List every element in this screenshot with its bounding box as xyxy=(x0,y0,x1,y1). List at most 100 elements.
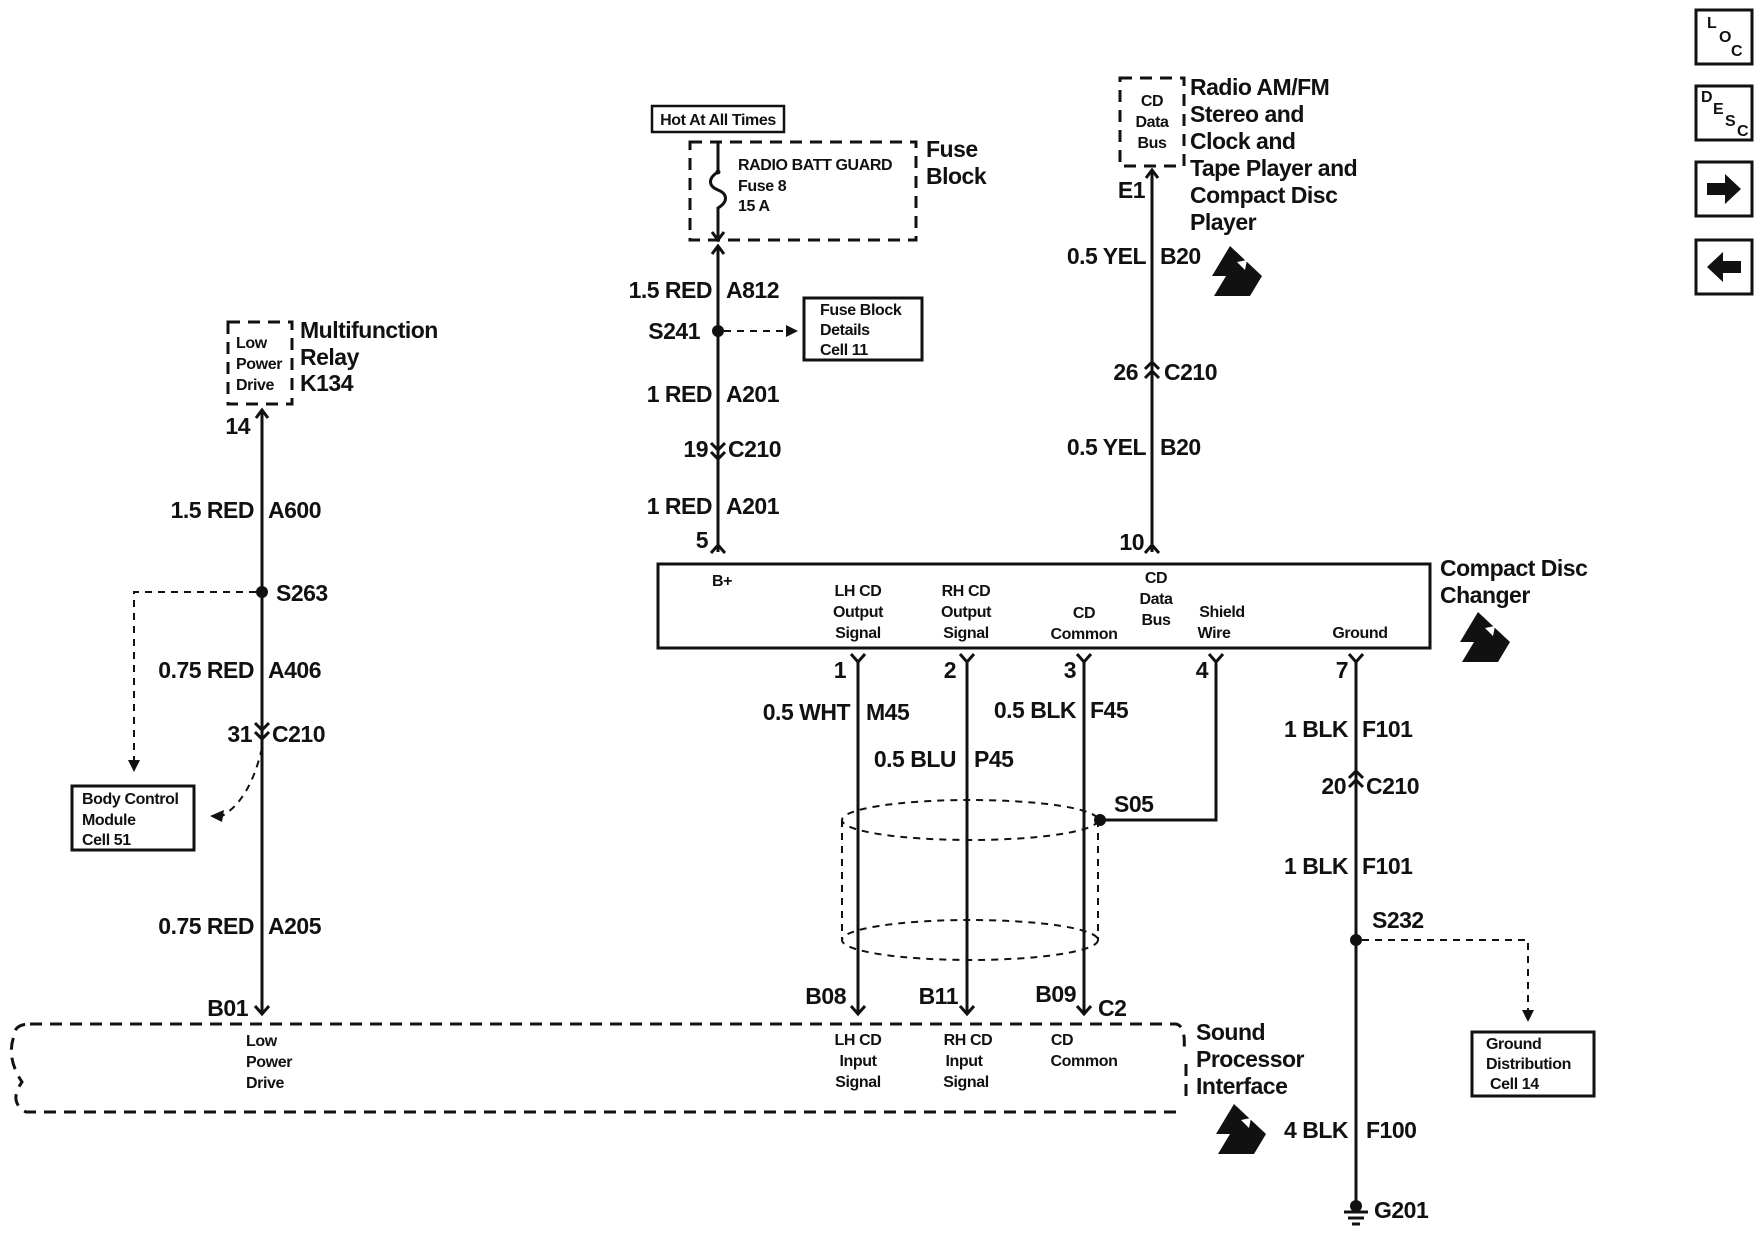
changer-pin-10: 10 xyxy=(1119,529,1144,555)
wire-a205-size: 0.75 RED xyxy=(158,913,254,939)
wire-f101a-id: F101 xyxy=(1362,716,1413,742)
sound-pin-b01: B01 xyxy=(207,995,248,1021)
wire-f45-id: F45 xyxy=(1090,697,1129,723)
splice-s232-dot xyxy=(1350,934,1362,946)
diagram-label: Bus xyxy=(1137,135,1167,152)
wire-p45-id: P45 xyxy=(974,746,1014,772)
splice-s05-label: S05 xyxy=(1114,791,1154,817)
diagram-label: LH CD xyxy=(835,583,882,600)
diagram-label: Processor xyxy=(1196,1046,1305,1072)
splice-s241-label: S241 xyxy=(648,318,700,344)
diagram-label: Compact Disc xyxy=(1190,182,1338,208)
diagram-label: Signal xyxy=(943,1074,989,1091)
diagram-label: Signal xyxy=(943,625,989,642)
sound-pin-b08: B08 xyxy=(805,983,846,1009)
diagram-label: Low xyxy=(246,1033,278,1050)
diagram-label: Sound xyxy=(1196,1019,1265,1045)
wire-m45-size: 0.5 WHT xyxy=(763,699,851,725)
wire-a201a-size: 1 RED xyxy=(647,381,712,407)
hot-at-all-times-label: Hot At All Times xyxy=(650,104,786,134)
changer-pin-3: 3 xyxy=(1064,657,1076,683)
diagram-label: Signal xyxy=(835,1074,881,1091)
diagram-label: Distribution xyxy=(1486,1056,1571,1073)
wire-m45-id: M45 xyxy=(866,699,910,725)
previous-page-button[interactable] xyxy=(1694,238,1754,296)
ground-distribution-ref[interactable]: Ground Distribution Cell 14 xyxy=(1470,1030,1596,1098)
loc-letter-l: L xyxy=(1707,15,1717,32)
splice-s241-dot xyxy=(712,325,724,337)
diagram-label: RH CD xyxy=(942,583,991,600)
desc-letter-d: D xyxy=(1701,89,1712,106)
loc-letter-o: O xyxy=(1719,29,1731,46)
changer-pin-2: 2 xyxy=(944,657,956,683)
c210-pin-20: 20 xyxy=(1321,773,1346,799)
changer-pin-1: 1 xyxy=(834,657,847,683)
diagram-label: Tape Player and xyxy=(1190,155,1357,181)
esd-warning-icon xyxy=(1212,246,1262,296)
diagram-label: Wire xyxy=(1198,625,1231,642)
multifunction-relay: Low Power Drive Multifunction Relay K134… xyxy=(225,317,438,439)
wire-a812-id: A812 xyxy=(726,277,779,303)
wire-b20b-id: B20 xyxy=(1160,434,1201,460)
desc-letter-e: E xyxy=(1713,101,1724,118)
diagram-label: Changer xyxy=(1440,582,1530,608)
wire-a600-size: 1.5 RED xyxy=(171,497,254,523)
diagram-label: Bus xyxy=(1141,612,1171,629)
diagram-label: CD xyxy=(1073,605,1095,622)
radio-pin-e1: E1 xyxy=(1118,177,1146,203)
c210-connector-19: C210 xyxy=(728,436,781,462)
wire-f45-size: 0.5 BLK xyxy=(994,697,1077,723)
diagram-label: Radio AM/FM xyxy=(1190,74,1329,100)
desc-button[interactable]: D E S C xyxy=(1694,84,1754,142)
c210-pin-31: 31 xyxy=(227,721,252,747)
diagram-label: RH CD xyxy=(944,1032,993,1049)
wire-a205-id: A205 xyxy=(268,913,322,939)
sound-processor-interface: Sound Processor Interface Low Power Driv… xyxy=(9,1019,1305,1114)
ground-g201-label: G201 xyxy=(1374,1197,1429,1223)
wire-a201b-id: A201 xyxy=(726,493,780,519)
diagram-label: Compact Disc xyxy=(1440,555,1588,581)
sound-pin-b11: B11 xyxy=(919,983,959,1009)
next-page-button[interactable] xyxy=(1694,160,1754,218)
sound-pin-b09: B09 xyxy=(1035,981,1076,1007)
diagram-label: Shield xyxy=(1199,604,1245,621)
ground-icon xyxy=(1344,1200,1368,1226)
diagram-label: Power xyxy=(236,356,282,373)
diagram-label: Input xyxy=(839,1053,877,1070)
fuse-name: RADIO BATT GUARD xyxy=(738,157,892,174)
diagram-label: Relay xyxy=(300,344,360,370)
wire-b20a-id: B20 xyxy=(1160,243,1201,269)
fuse-block-title-2: Block xyxy=(926,163,987,189)
wire-f101b-size: 1 BLK xyxy=(1284,853,1349,879)
diagram-label: Low xyxy=(236,335,268,352)
fuse-block-title-1: Fuse xyxy=(926,136,978,162)
loc-button[interactable]: L O C xyxy=(1694,8,1754,66)
changer-pin-4: 4 xyxy=(1196,657,1209,683)
desc-letter-s: S xyxy=(1725,113,1736,130)
diagram-label: Stereo and xyxy=(1190,101,1304,127)
desc-letter-c2: C xyxy=(1737,123,1749,140)
wire-f101a-size: 1 BLK xyxy=(1284,716,1349,742)
fuse-block-details-ref[interactable]: Fuse Block Details Cell 11 xyxy=(802,296,924,362)
diagram-label: K134 xyxy=(300,370,354,396)
changer-pin-7: 7 xyxy=(1336,657,1348,683)
c210-connector-31: C210 xyxy=(272,721,325,747)
compact-disc-changer: Compact Disc Changer B+ LH CD Output Sig… xyxy=(656,555,1589,650)
diagram-label: Hot At All Times xyxy=(660,112,776,129)
c210-connector-20: C210 xyxy=(1366,773,1419,799)
diagram-label: Signal xyxy=(835,625,881,642)
diagram-label: Output xyxy=(833,604,884,621)
wire-f101b-id: F101 xyxy=(1362,853,1413,879)
diagram-label: CD xyxy=(1145,570,1167,587)
fuse-amperage: 15 A xyxy=(738,198,770,215)
diagram-label: Player xyxy=(1190,209,1257,235)
diagram-label: Body Control xyxy=(82,791,179,808)
wire-a201a-id: A201 xyxy=(726,381,780,407)
arrow-right-icon xyxy=(1707,174,1741,204)
diagram-label: Drive xyxy=(246,1075,285,1092)
body-control-module-ref[interactable]: Body Control Module Cell 51 xyxy=(70,784,196,852)
cable-shield xyxy=(841,799,1099,961)
diagram-label: Cell 11 xyxy=(820,342,868,359)
c210-pin-19: 19 xyxy=(683,436,708,462)
